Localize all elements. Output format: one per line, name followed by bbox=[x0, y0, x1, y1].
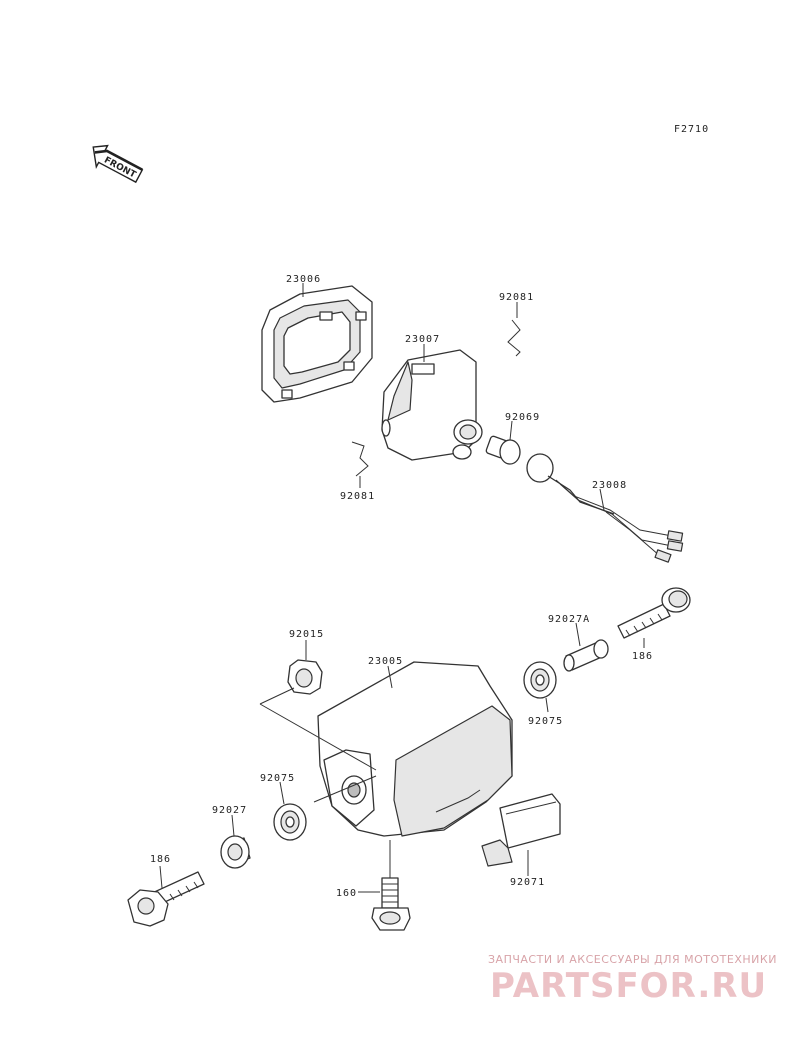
label-23006: 23006 bbox=[286, 274, 321, 285]
label-92075-left: 92075 bbox=[260, 773, 295, 784]
label-92027A: 92027A bbox=[548, 614, 590, 625]
nut-92015[interactable] bbox=[287, 659, 323, 695]
label-92027: 92027 bbox=[212, 805, 247, 816]
label-186-right: 186 bbox=[632, 651, 653, 662]
watermark-brand: PARTSFOR.RU bbox=[490, 966, 767, 1006]
figure-code: F2710 bbox=[674, 124, 709, 135]
label-92069: 92069 bbox=[505, 412, 540, 423]
bulb-92069[interactable] bbox=[485, 435, 521, 465]
socket-harness-23008[interactable] bbox=[526, 453, 684, 563]
cushion-92071[interactable] bbox=[481, 793, 561, 867]
bolt-160[interactable] bbox=[371, 877, 411, 931]
label-186-left: 186 bbox=[150, 854, 171, 865]
label-23008: 23008 bbox=[592, 480, 627, 491]
grommet-92075-right[interactable] bbox=[523, 661, 557, 699]
spring-clip-92081-left[interactable] bbox=[351, 441, 369, 477]
collar-92027A[interactable] bbox=[563, 639, 609, 672]
grommet-92075-left[interactable] bbox=[273, 803, 307, 841]
label-23005: 23005 bbox=[368, 656, 403, 667]
spring-clip-92081-top[interactable] bbox=[507, 319, 521, 357]
bolt-186-right[interactable] bbox=[617, 587, 691, 639]
label-92081-top: 92081 bbox=[499, 292, 534, 303]
headlight-housing-23007[interactable] bbox=[381, 349, 483, 461]
bolt-186-left[interactable] bbox=[127, 871, 205, 927]
headlight-rim-23006[interactable] bbox=[261, 285, 373, 403]
label-92081-left: 92081 bbox=[340, 491, 375, 502]
front-arrow-icon: FRONT bbox=[92, 144, 144, 184]
label-92015: 92015 bbox=[289, 629, 324, 640]
collar-92027[interactable] bbox=[220, 835, 251, 869]
watermark-tagline: ЗАПЧАСТИ И АКСЕССУАРЫ ДЛЯ МОТОТЕХНИКИ bbox=[488, 953, 777, 966]
label-160: 160 bbox=[336, 888, 357, 899]
label-23007: 23007 bbox=[405, 334, 440, 345]
headlight-bracket-23005[interactable] bbox=[317, 661, 513, 837]
label-92075-right: 92075 bbox=[528, 716, 563, 727]
label-92071: 92071 bbox=[510, 877, 545, 888]
